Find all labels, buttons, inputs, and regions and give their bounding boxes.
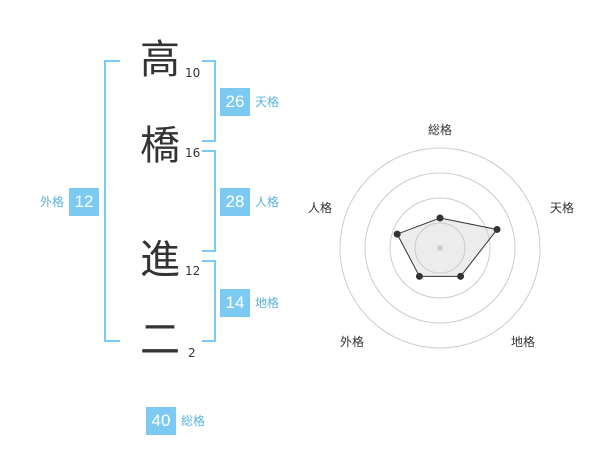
radar-axis-label-jinkaku: 人格 — [308, 201, 333, 215]
radar-center — [437, 245, 443, 251]
jinkaku-value: 28 — [220, 188, 250, 216]
radar-ring — [339, 147, 541, 349]
chikaku-label: 地格 — [255, 296, 280, 310]
radar-axis-label-tenkaku: 天格 — [550, 201, 575, 215]
gaikaku-label: 外格 — [40, 195, 65, 209]
radar-point-5 — [393, 230, 401, 238]
radar-axis-label-soukaku: 総格 — [428, 123, 453, 137]
radar-point-4 — [415, 272, 423, 280]
stroke-count-2: 16 — [185, 146, 201, 160]
chikaku-value: 14 — [220, 289, 250, 317]
radar-ring — [389, 197, 491, 299]
stroke-count-4: 2 — [188, 346, 196, 360]
jinkaku-score: 28 人格 — [220, 188, 279, 216]
radar-axis-label-chikaku: 地格 — [511, 335, 536, 349]
gaikaku-score: 12 外格 — [40, 188, 100, 216]
soukaku-value: 40 — [146, 407, 176, 435]
stroke-count-1: 10 — [185, 66, 201, 80]
gaikaku-bracket — [104, 60, 120, 342]
radar-polygon — [396, 217, 498, 277]
jinkaku-bracket — [202, 150, 216, 252]
tenkaku-score: 26 天格 — [220, 88, 279, 116]
soukaku-label: 総格 — [181, 414, 206, 428]
tenkaku-label: 天格 — [255, 95, 280, 109]
soukaku-score: 40 総格 — [146, 407, 205, 435]
radar-ring — [364, 172, 516, 324]
radar-point-2 — [493, 225, 501, 233]
name-char-1: 高 — [140, 37, 180, 83]
name-char-2: 橋 — [140, 123, 180, 169]
radar-axis-label-gaikaku: 外格 — [340, 335, 365, 349]
radar-ring — [414, 222, 466, 274]
name-char-4: 二 — [140, 317, 180, 363]
stroke-count-3: 12 — [185, 264, 201, 278]
tenkaku-value: 26 — [220, 88, 250, 116]
chikaku-score: 14 地格 — [220, 289, 279, 317]
radar-point-3 — [457, 272, 465, 280]
gaikaku-value: 12 — [69, 188, 100, 216]
radar-point-1 — [436, 214, 444, 222]
jinkaku-label: 人格 — [255, 195, 280, 209]
tenkaku-bracket — [202, 60, 216, 142]
name-char-3: 進 — [140, 237, 180, 283]
chikaku-bracket — [202, 260, 216, 342]
